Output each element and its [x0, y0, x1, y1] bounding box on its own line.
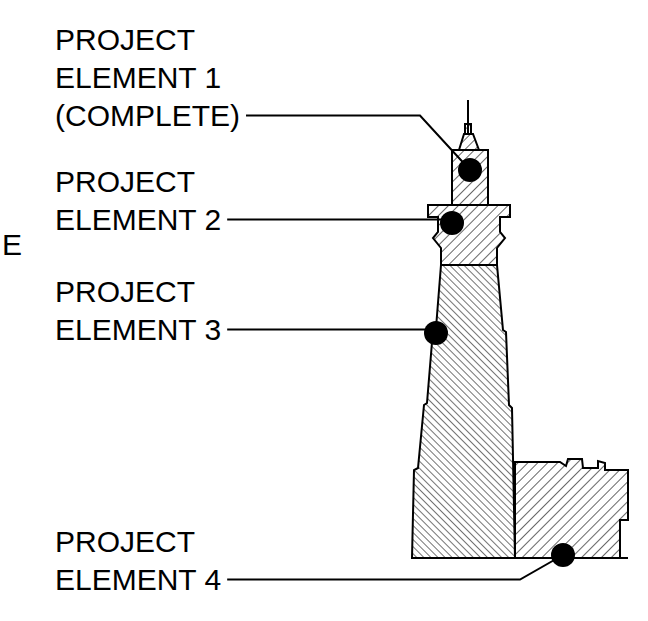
callout-label: PROJECT ELEMENT 4: [55, 523, 295, 599]
gallery: [428, 205, 510, 265]
lantern-room: [452, 134, 488, 205]
callout-label: PROJECT ELEMENT 2: [55, 163, 295, 239]
ground-line: [412, 557, 628, 559]
element-dot: [551, 543, 575, 567]
leader-line: [227, 329, 436, 331]
antenna-base: [465, 124, 471, 134]
element-dot: [424, 321, 448, 345]
lantern-line: [452, 149, 488, 151]
element-dot: [458, 158, 482, 182]
callout-label: PROJECT ELEMENT 1 (COMPLETE): [55, 21, 295, 135]
leader-line: [246, 116, 470, 171]
element-dot: [440, 211, 464, 235]
tower: [412, 265, 515, 558]
callout-label: PROJECT ELEMENT 3: [55, 273, 295, 349]
keepers-house: [515, 459, 628, 558]
leader-line: [227, 555, 563, 580]
leader-line: [227, 219, 452, 221]
edge-fragment: E: [2, 226, 42, 264]
